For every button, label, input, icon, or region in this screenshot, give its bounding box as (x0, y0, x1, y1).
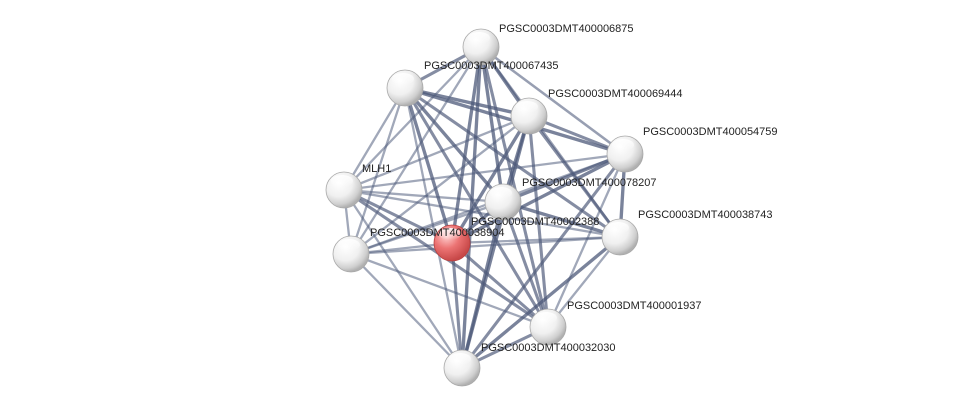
edge-n6875-n54759[interactable] (479, 45, 627, 156)
edge-n54759-mlh1[interactable] (342, 152, 627, 192)
node-n78207[interactable] (484, 183, 522, 221)
node-n69444[interactable] (510, 97, 548, 135)
edge-mlh1-n2388[interactable] (342, 188, 505, 204)
node-label-n54759: PGSC0003DMT400054759 (643, 126, 778, 138)
node-mlh1[interactable] (325, 171, 363, 209)
node-label-n78207: PGSC0003DMT400078207 (522, 177, 657, 189)
node-n32030[interactable] (443, 349, 481, 387)
node-highlight (490, 187, 512, 199)
node-highlight (449, 353, 471, 365)
edges-layer (342, 45, 627, 370)
edge-n54759-n32030[interactable] (460, 152, 627, 370)
edge-nleft-n38743[interactable] (349, 235, 622, 256)
edge-n6875-n2388[interactable] (479, 45, 505, 204)
node-label-n1937: PGSC0003DMT400001937 (567, 300, 702, 312)
node-highlight (535, 312, 557, 324)
node-nleft[interactable] (332, 235, 370, 273)
node-label-n67435: PGSC0003DMT400067435 (424, 60, 559, 72)
node-label-n32030: PGSC0003DMT400032030 (481, 342, 616, 354)
node-highlight (331, 175, 353, 187)
edge-n2388-nleft[interactable] (349, 200, 505, 256)
edge-mlh1-n38904[interactable] (342, 188, 454, 245)
node-label-n69444: PGSC0003DMT400069444 (548, 88, 683, 100)
labels-layer: PGSC0003DMT400006875PGSC0003DMT400067435… (362, 23, 778, 354)
node-label-n2388: PGSC0003DMT40002388 (471, 216, 599, 228)
edge-mlh1-n32030[interactable] (342, 188, 464, 370)
edge-n6875-mlh1[interactable] (342, 45, 483, 192)
edge-n38743-n32030[interactable] (460, 235, 622, 370)
edge-n2388-n32030[interactable] (460, 200, 505, 370)
node-highlight (338, 239, 360, 251)
edge-n69444-n38904[interactable] (450, 114, 531, 245)
node-label-mlh1: MLH1 (362, 163, 391, 175)
edge-n69444-n38743[interactable] (527, 114, 622, 239)
node-label-n38904: PGSC0003DMT400038904 (370, 227, 505, 239)
node-n1937[interactable] (529, 308, 567, 346)
node-highlight (607, 222, 629, 234)
edge-n38904-n1937[interactable] (450, 241, 550, 329)
nodes-layer (325, 28, 644, 387)
edge-n67435-mlh1[interactable] (342, 86, 407, 192)
node-highlight (516, 101, 538, 113)
edge-n67435-n32030[interactable] (403, 86, 464, 370)
edge-n2388-n1937[interactable] (501, 200, 550, 329)
node-highlight (612, 139, 634, 151)
edge-nleft-n32030[interactable] (349, 252, 464, 370)
node-label-n6875: PGSC0003DMT400006875 (499, 23, 634, 35)
edge-n67435-n38904[interactable] (403, 86, 454, 245)
edge-n54759-n1937[interactable] (546, 152, 627, 329)
node-n38904[interactable] (433, 224, 471, 262)
edge-mlh1-n38743[interactable] (342, 188, 622, 239)
node-highlight (439, 228, 461, 240)
node-n38743[interactable] (601, 218, 639, 256)
edge-n69444-n1937[interactable] (527, 114, 550, 329)
edge-n2388-n38743[interactable] (501, 200, 622, 239)
node-n54759[interactable] (606, 135, 644, 173)
edge-n6875-nleft[interactable] (349, 45, 483, 256)
edge-n6875-n1937[interactable] (479, 45, 550, 329)
edge-n67435-n38743[interactable] (403, 86, 622, 239)
node-highlight (468, 32, 490, 44)
node-n67435[interactable] (386, 69, 424, 107)
edge-n38743-n1937[interactable] (546, 235, 622, 329)
edge-n6875-n32030[interactable] (460, 45, 483, 370)
edge-n69444-mlh1[interactable] (342, 114, 531, 192)
edge-n67435-nleft[interactable] (349, 86, 407, 256)
edge-n54759-n38904[interactable] (450, 152, 627, 245)
node-n6875[interactable] (462, 28, 500, 66)
edge-n38904-n32030[interactable] (450, 241, 464, 370)
edge-n69444-nleft[interactable] (349, 114, 531, 256)
node-label-n38743: PGSC0003DMT400038743 (638, 209, 773, 221)
node-highlight (392, 73, 414, 85)
edge-nleft-n1937[interactable] (349, 252, 550, 329)
